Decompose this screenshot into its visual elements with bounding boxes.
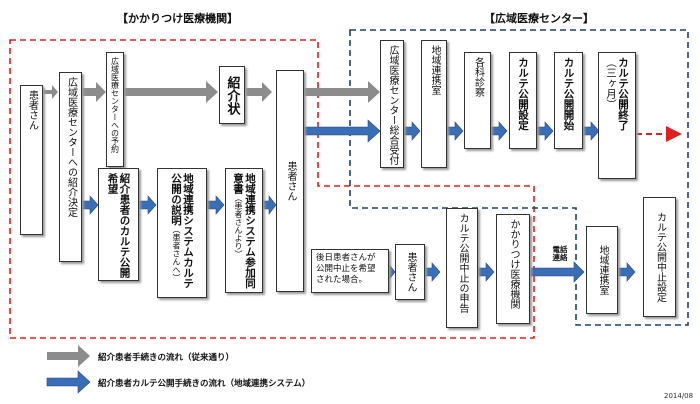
patient-mid-label: 患者さん [285,161,296,201]
patient-box: 患者さん [20,85,43,235]
legend-gray-label: 紹介患者手続きの流れ（従来通り） [98,353,235,363]
clinic-header: 【かかりつけ医療機関】 [117,12,239,25]
blue-arrow [261,195,277,215]
explanation-box: 地域連携システムカルテ公開の説明（患者さんへ） [157,168,207,298]
karte-hope-label: 紹介患者のカルテ公開希望 [106,173,131,278]
patient-mid-box: 患者さん [276,70,304,292]
gray-arrow [304,81,380,103]
consent-main: 地域連携システム参加同意書 [232,173,256,289]
blue-arrow [138,195,157,215]
karte-start-box: カルテ公開開始 [554,52,583,149]
blue-arrow [582,121,600,141]
blue-arrow [81,195,99,215]
explanation-main: 地域連携システムカルテ公開の説明 [170,173,194,289]
gray-arrow [82,82,106,102]
liaison-room2-label: 地域連携室 [597,245,608,295]
referral-letter-label: 紹介状 [224,75,240,115]
phone-contact-label: 電話 連絡 [552,245,568,262]
explanation-sub: （患者さんへ） [172,225,181,282]
legend-blue-label: 紹介患者カルテ公開手続きの流れ（地域連携システム） [98,379,311,389]
liaison-room-label: 地域連携室 [429,45,440,95]
blue-arrows [46,119,636,394]
blue-arrow [206,195,225,215]
karte-end-sub: （三ヶ月） [605,57,617,110]
blue-arrow [490,121,508,141]
departments-box: 各科診察 [464,52,491,149]
legend-blue-arrow [46,370,91,394]
karte-start-label: カルテ公開開始 [562,57,575,131]
stop-request-box: カルテ公開中止の申告 [446,208,478,328]
patient-label: 患者さん [26,90,38,130]
family-clinic-label: かかりつけ医療機関 [508,219,519,309]
reservation-label: 広域医療センターへの予約 [110,57,120,153]
karte-end-main: カルテ公開終了 [617,57,629,131]
stop-request-label: カルテ公開中止の申告 [457,213,468,313]
consent-box: 地域連携システム参加同意書（患者さんより） [225,168,263,293]
blue-arrow [529,261,585,283]
reception-label: 広域医療センター総合受付 [387,45,398,165]
stop-request-note: 後日患者さんが 公開中止を希望 された場合。 [311,249,389,293]
liaison-room2-box: 地域連携室 [586,226,618,314]
patient-bottom-label: 患者さん [405,252,416,292]
reception-box: 広域医療センター総合受付 [380,40,404,168]
clinic-region-border [9,39,535,339]
karte-hope-box: 紹介患者のカルテ公開希望 [98,168,139,281]
karte-stop-label: カルテ公開中止設定 [654,212,666,302]
blue-arrow [617,262,636,282]
karte-stop-box: カルテ公開中止設定 [643,197,676,317]
blue-arrow [446,121,464,141]
karte-end-box: カルテ公開終了（三ヶ月） [598,52,636,179]
reservation-box: 広域医療センターへの予約 [106,52,124,167]
patient-bottom-box: 患者さん [395,244,425,300]
referral-decision-box: 広域医療センターへの紹介決定 [59,72,82,262]
gray-arrow [124,81,218,103]
explanation-label: 地域連携システムカルテ公開の説明（患者さんへ） [170,169,194,297]
liaison-room-box: 地域連携室 [421,40,447,168]
blue-arrow [303,119,381,143]
center-header: 【広域医療センター】 [484,12,594,25]
consent-sub: （患者さんより） [234,194,243,258]
blue-arrow [477,262,495,282]
blue-arrow [536,121,554,141]
center-region-border [349,29,689,326]
departments-label: 各科診察 [472,57,484,97]
karte-setting-box: カルテ公開設定 [509,52,537,149]
family-clinic-box: かかりつけ医療機関 [496,214,530,324]
gray-arrow [246,82,272,102]
legend-gray-arrow [47,345,90,367]
referral-decision-label: 広域医療センターへの紹介決定 [65,77,77,217]
gray-arrows [44,81,380,103]
consent-label: 地域連携システム参加同意書（患者さんより） [232,169,256,292]
karte-setting-label: カルテ公開設定 [517,57,529,131]
karte-end-label: カルテ公開終了（三ヶ月） [605,53,629,178]
blue-arrow [403,121,421,141]
blue-arrow [424,262,441,282]
gray-arrow [44,85,58,99]
date-stamp: 2014/08 [664,392,694,400]
referral-letter-box: 紹介状 [219,66,245,124]
